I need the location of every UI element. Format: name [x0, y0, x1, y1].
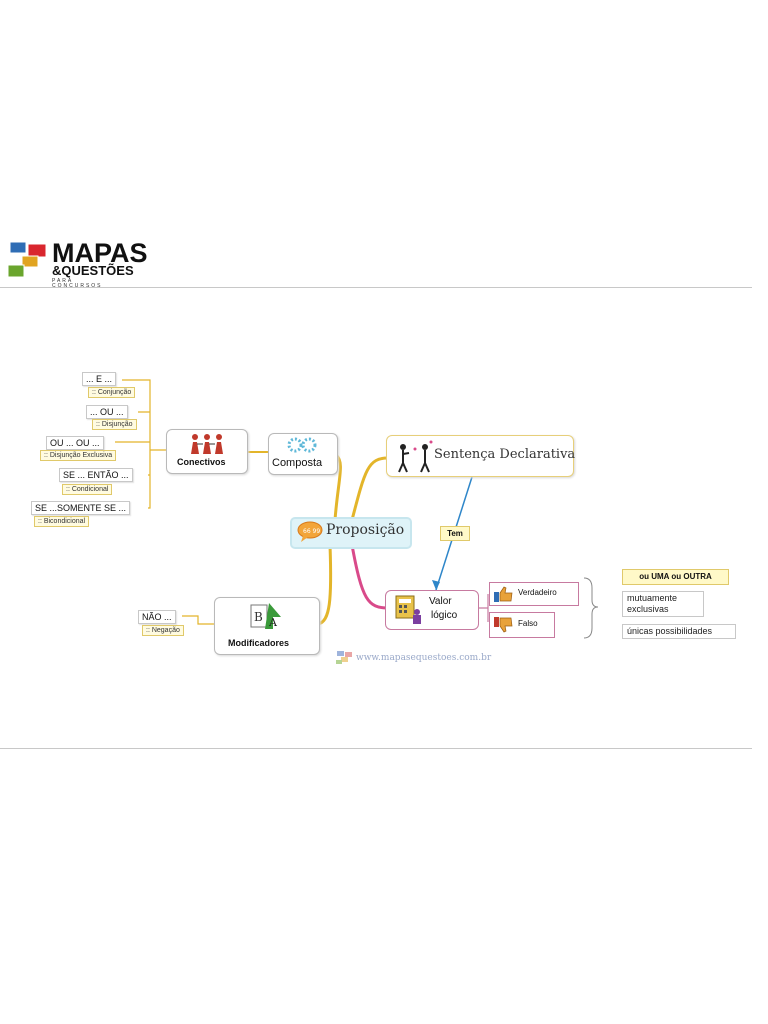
logo-title: MAPAS [52, 238, 148, 268]
logo-mark-icon [8, 241, 47, 278]
document-transform-icon: B A [250, 603, 281, 629]
connective-bicond-desc: :: Bicondicional [34, 516, 90, 527]
connective-bicond: SE ...SOMENTE SE ... [31, 501, 131, 515]
thumbs-down-icon [494, 617, 513, 633]
valor-logico-node [385, 590, 479, 630]
note-mutuamente: mutuamente exclusivas [622, 591, 704, 617]
logo-subtitle: &QUESTÕES [52, 263, 134, 278]
gears-icon [287, 437, 317, 453]
valor-label-2: lógico [431, 610, 458, 621]
falso-label: Falso [518, 619, 538, 628]
people-talking-icon [398, 440, 433, 473]
sentenca-label: Sentença Declarativa [434, 447, 576, 462]
center-label: Proposição [326, 522, 405, 538]
verdadeiro-node [489, 582, 579, 606]
notes-title: ou UMA ou OUTRA [622, 569, 729, 585]
tem-label: Tem [440, 526, 470, 541]
watermark-text: www.mapasequestoes.com.br [356, 653, 492, 663]
modificadores-label: Modificadores [228, 638, 290, 648]
calculator-person-icon [395, 595, 421, 624]
modifier-not-desc: :: Negação [142, 625, 184, 636]
svg-text:66 99: 66 99 [303, 528, 320, 535]
modifier-not: NÃO ... [138, 610, 176, 624]
top-divider [0, 287, 752, 288]
composta-label: Composta [272, 457, 323, 469]
logo-tagline: PARA CONCURSOS [52, 278, 103, 289]
svg-text:A: A [268, 616, 278, 629]
conectivos-node [166, 429, 248, 474]
verdadeiro-label: Verdadeiro [518, 588, 557, 597]
connective-xor-desc: :: Disjunção Exclusiva [40, 450, 117, 461]
people-icon [191, 434, 223, 454]
note-unicas: únicas possibilidades [622, 624, 736, 639]
connective-xor: OU ... OU ... [46, 436, 104, 450]
modificadores-node: B A [214, 597, 320, 655]
watermark-logo-icon [336, 651, 352, 664]
thumbs-up-icon [494, 586, 513, 602]
connective-or: ... OU ... [86, 405, 128, 419]
connective-and: ... E ... [82, 372, 117, 386]
connective-cond-desc: :: Condicional [62, 484, 113, 495]
connective-cond: SE ... ENTÃO ... [59, 468, 133, 482]
connective-and-desc: :: Conjunção [88, 387, 136, 398]
sentenca-node [386, 435, 574, 477]
falso-node [489, 612, 555, 638]
valor-label-1: Valor [429, 596, 452, 607]
svg-text:B: B [254, 610, 263, 624]
conectivos-label: Conectivos [177, 457, 226, 467]
composta-node [268, 433, 338, 475]
speech-bubble-icon: 66 99 [297, 521, 323, 542]
connective-or-desc: :: Disjunção [92, 419, 137, 430]
bottom-divider [0, 748, 752, 749]
